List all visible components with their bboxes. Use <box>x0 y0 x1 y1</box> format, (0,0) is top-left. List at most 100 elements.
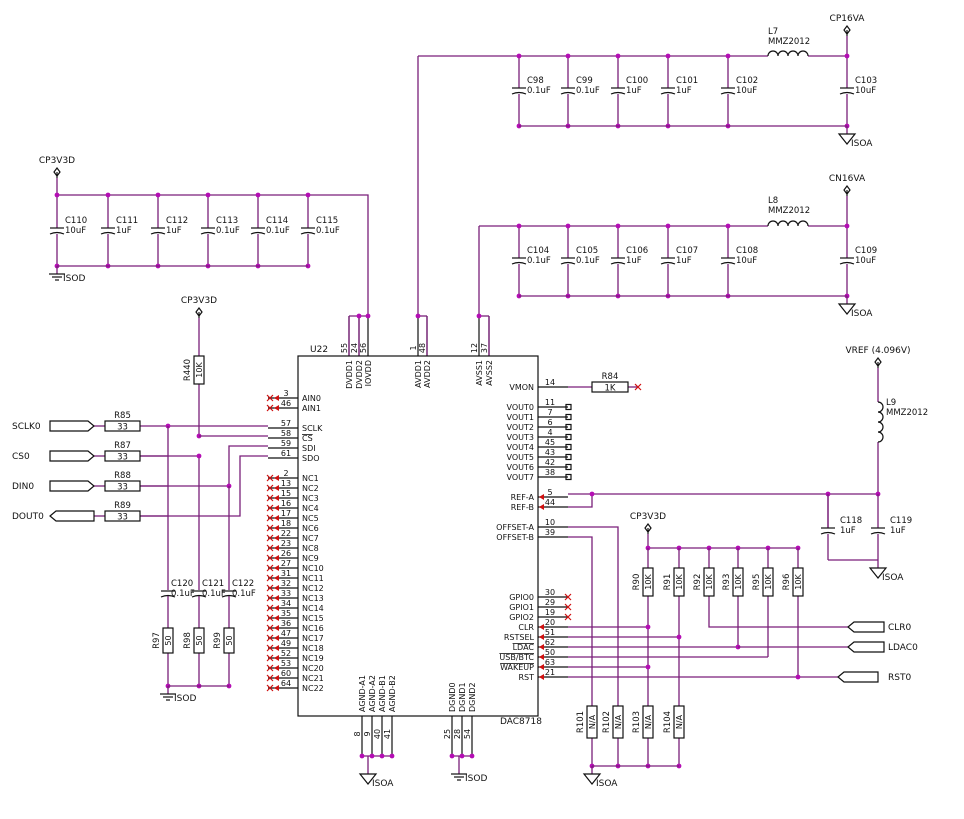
resistor-body <box>591 381 629 393</box>
capacitor-plate <box>150 231 166 235</box>
cap-value: 10uF <box>65 226 86 236</box>
pin-number: 31 <box>281 569 291 578</box>
junction-dot <box>356 313 362 319</box>
resistor-value: 33 <box>117 423 128 433</box>
resistor-body <box>193 355 205 385</box>
cap-ref: C113 <box>216 216 238 226</box>
no-connect-mark <box>266 674 274 682</box>
pin-name: IOVDD <box>364 360 373 386</box>
wire <box>140 455 200 590</box>
resistor-value: N/A <box>675 714 684 729</box>
resistor-body <box>642 705 654 739</box>
test-point <box>565 473 572 481</box>
resistor-body <box>193 627 205 654</box>
pin-number: 26 <box>281 549 291 558</box>
junction-dot <box>795 674 801 680</box>
cap-value: 10uF <box>855 86 876 96</box>
resistor-ref: R104 <box>663 711 673 733</box>
capacitor-plate <box>160 594 176 598</box>
signal-port <box>837 671 879 683</box>
cap-ref: C99 <box>576 76 593 86</box>
wire <box>568 536 593 706</box>
junction-dot <box>155 192 161 198</box>
pin-name: NC8 <box>302 544 319 553</box>
pin-number: 43 <box>545 448 555 457</box>
resistor-value: 33 <box>117 453 128 463</box>
resistor-value: 10K <box>644 574 653 590</box>
no-connect-mark <box>266 604 274 612</box>
cap-value: 0.1uF <box>527 256 551 266</box>
capacitor-plate <box>610 91 626 95</box>
pin-name: NC9 <box>302 554 319 563</box>
pin-number: 5 <box>547 488 552 497</box>
pin-name: VOUT2 <box>507 423 534 432</box>
resistor-body <box>586 705 598 739</box>
junction-dot <box>516 223 522 229</box>
pin-number: 30 <box>545 588 555 597</box>
cap-value: 0.1uF <box>171 589 195 599</box>
signal-label: SCLK0 <box>12 422 41 432</box>
cap-ref: C109 <box>855 246 877 256</box>
pin-name: SDO <box>302 454 320 463</box>
pin-name: VOUT4 <box>507 443 534 452</box>
pin-arrow <box>274 565 279 571</box>
junction-dot <box>844 53 850 59</box>
no-connect-mark <box>564 613 572 621</box>
cap-value: 1uF <box>676 86 692 96</box>
pin-name: NC10 <box>302 564 324 573</box>
signal-label: DIN0 <box>12 482 34 492</box>
cap-ref: C120 <box>171 579 193 589</box>
cap-value: 0.1uF <box>316 226 340 236</box>
cap-ref: C98 <box>527 76 544 86</box>
ground-label: ISOA <box>851 139 873 149</box>
pin-name: AIN0 <box>302 394 321 403</box>
test-point <box>565 443 572 451</box>
signal-label: CS0 <box>12 452 30 462</box>
pin-number: 13 <box>281 479 291 488</box>
pin-number: 4 <box>547 428 552 437</box>
ic-part: DAC8718 <box>500 717 542 727</box>
resistor-value: 10K <box>675 574 684 590</box>
pin-name: SDI <box>302 444 316 453</box>
inductor-value: MMZ2012 <box>768 37 810 47</box>
pin-number: 52 <box>281 649 291 658</box>
junction-dot <box>389 753 395 759</box>
pin-name: NC16 <box>302 624 324 633</box>
capacitor-plate <box>839 91 855 95</box>
pin-name: NC4 <box>302 504 319 513</box>
capacitor-plate <box>200 231 216 235</box>
pin-name: VMON <box>509 383 534 392</box>
pin-arrow <box>274 475 279 481</box>
pin-number: 58 <box>281 429 291 438</box>
wire <box>797 620 838 678</box>
no-connect-mark <box>266 684 274 692</box>
pin-arrow <box>274 575 279 581</box>
no-connect-mark <box>266 544 274 552</box>
inductor-ref: L8 <box>768 196 778 206</box>
pin-name: NC15 <box>302 614 324 623</box>
pin-name: NC12 <box>302 584 324 593</box>
pin-name: VOUT7 <box>507 473 534 482</box>
resistor-ref: R89 <box>114 501 131 511</box>
pin-number: 37 <box>480 343 489 353</box>
pin-number: 11 <box>545 398 555 407</box>
pin-number: 53 <box>281 659 291 668</box>
junction-dot <box>844 223 850 229</box>
pin-arrow <box>274 685 279 691</box>
signal-port <box>49 450 95 462</box>
pin-arrow <box>274 615 279 621</box>
cap-ref: C112 <box>166 216 188 226</box>
pin-number: 22 <box>281 529 291 538</box>
pin-name: CLR <box>518 623 534 632</box>
no-connect-mark <box>266 484 274 492</box>
junction-dot <box>105 192 111 198</box>
resistor-ref: R99 <box>213 632 223 649</box>
pin-number: 24 <box>350 343 359 353</box>
ground-label: ISOA <box>851 309 873 319</box>
pin-name: OFFSET-A <box>496 523 534 532</box>
pin-name: GPIO2 <box>509 613 534 622</box>
pin-name: DVDD2 <box>355 360 364 389</box>
pin-name: REF-A <box>511 493 535 502</box>
capacitor-plate <box>720 261 736 265</box>
